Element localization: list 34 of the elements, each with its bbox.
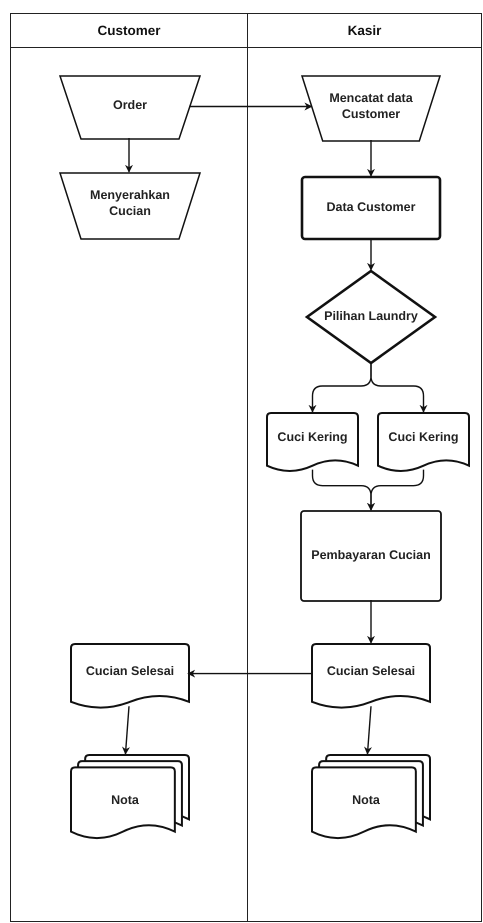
node-label: Pilihan Laundry	[324, 309, 418, 325]
arrow	[367, 470, 424, 511]
arrow	[367, 140, 375, 177]
node-label: Cuci Kering	[388, 430, 459, 446]
manual-operation-shape	[60, 76, 200, 139]
node-label: Cucian Selesai	[326, 664, 416, 680]
node-label: Data Customer	[326, 200, 416, 216]
lane-title: Customer	[97, 23, 160, 38]
arrow	[367, 600, 375, 644]
process-box	[302, 177, 440, 239]
arrow	[370, 362, 428, 413]
node-label: Pembayaran Cucian	[311, 548, 431, 564]
arrow	[187, 670, 312, 678]
node-label: Menyerahkan Cucian	[89, 188, 171, 220]
swimlane	[10, 13, 248, 922]
node-label: Cucian Selesai	[86, 664, 174, 680]
node-label: Nota	[111, 793, 139, 809]
node-label: Order	[112, 98, 148, 114]
arrow	[364, 706, 372, 755]
manual-operation-shape	[302, 76, 440, 141]
arrow	[189, 102, 312, 110]
swimlane	[248, 13, 482, 922]
decision-diamond	[307, 271, 435, 363]
process-box	[301, 511, 441, 601]
lane-title: Kasir	[348, 23, 382, 38]
document-shape	[378, 413, 469, 475]
manual-operation-shape	[60, 173, 200, 239]
document-shape	[267, 413, 358, 475]
arrow	[122, 706, 130, 755]
node-label: Cuci Kering	[277, 430, 348, 446]
node-label: Nota	[352, 793, 380, 809]
arrow	[367, 238, 375, 271]
node-label: Mencatat data Customer	[328, 90, 414, 122]
arrow	[125, 138, 133, 173]
